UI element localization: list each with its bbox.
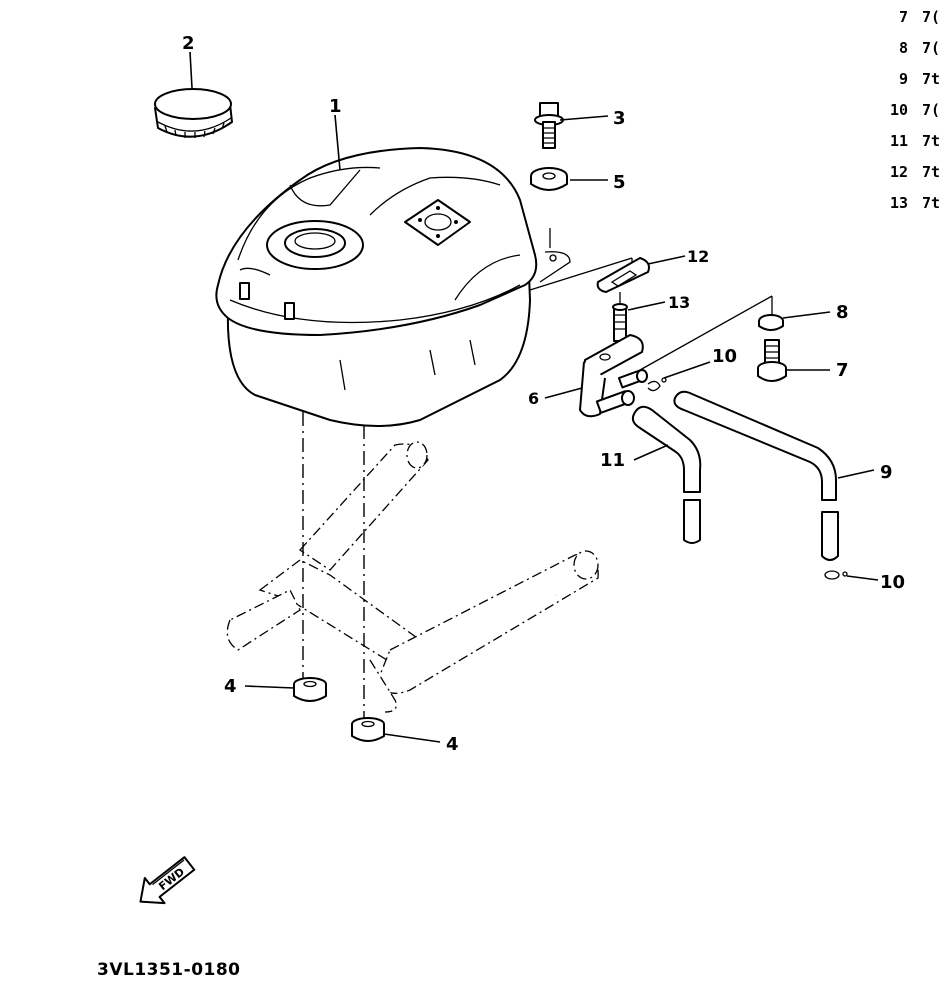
callout-numbers: 1 2 3 5 12 13 6 10 8 7 9 10 11 4 4 [182,33,905,755]
parts-list-code: 7t [922,70,941,88]
callout-1: 1 [329,96,342,117]
bolt-3 [534,102,564,149]
parts-list-row: 12 7t [880,163,949,194]
gasket-12 [596,257,650,293]
parts-list-number: 10 [889,101,908,119]
callout-11: 11 [600,450,625,471]
nut-4a [293,677,327,702]
hose-11 [631,405,702,544]
nut-4b [351,717,385,742]
parts-list-row: 13 7t [880,194,949,225]
bolt-7 [757,339,787,382]
parts-list-number: 13 [889,194,908,212]
fuel-cock-6 [579,334,648,418]
parts-list-code: 7( [922,39,941,57]
parts-list-code: 7t [922,194,941,212]
parts-list-code: 7( [922,8,941,26]
parts-list-table: 7 7( 8 7( 9 7t 10 7( 11 7t 12 7t 13 7t [880,8,949,225]
callout-12: 12 [687,247,709,266]
washer-8 [758,314,784,331]
parts-list-number: 9 [898,70,908,88]
callout-5: 5 [613,172,626,193]
parts-list-code: 7t [922,132,941,150]
clip-10b [824,570,848,580]
callout-10a: 10 [712,346,737,367]
parts-list-row: 11 7t [880,132,949,163]
callout-10b: 10 [880,572,905,593]
callout-2: 2 [182,33,195,54]
leader-lines [189,51,879,743]
parts-list-code: 7t [922,163,941,181]
callout-4b: 4 [446,734,459,755]
hose-9 [673,390,839,561]
parts-list-row: 7 7( [880,8,949,39]
fuel-cap [154,88,233,138]
parts-list-number: 8 [898,39,908,57]
callout-6: 6 [528,389,539,408]
screw-13 [612,303,628,342]
parts-list-number: 7 [898,8,908,26]
parts-list-number: 12 [889,163,908,181]
parts-list-row: 10 7( [880,101,949,132]
grommet-5 [530,167,568,191]
fuel-tank [215,147,571,427]
clip-10a [647,377,667,392]
parts-list-row: 9 7t [880,70,949,101]
callout-9: 9 [880,462,893,483]
callout-7: 7 [836,360,849,381]
parts-list-code: 7( [922,101,941,119]
parts-list-number: 11 [889,132,908,150]
fwd-arrow-icon: FWD [139,856,196,905]
parts-list-row: 8 7( [880,39,949,70]
callout-13: 13 [668,293,690,312]
callout-3: 3 [613,108,626,129]
frame-tubes [226,441,599,713]
reference-code: 3VL1351-0180 [97,960,241,980]
callout-4a: 4 [224,676,237,697]
callout-8: 8 [836,302,849,323]
